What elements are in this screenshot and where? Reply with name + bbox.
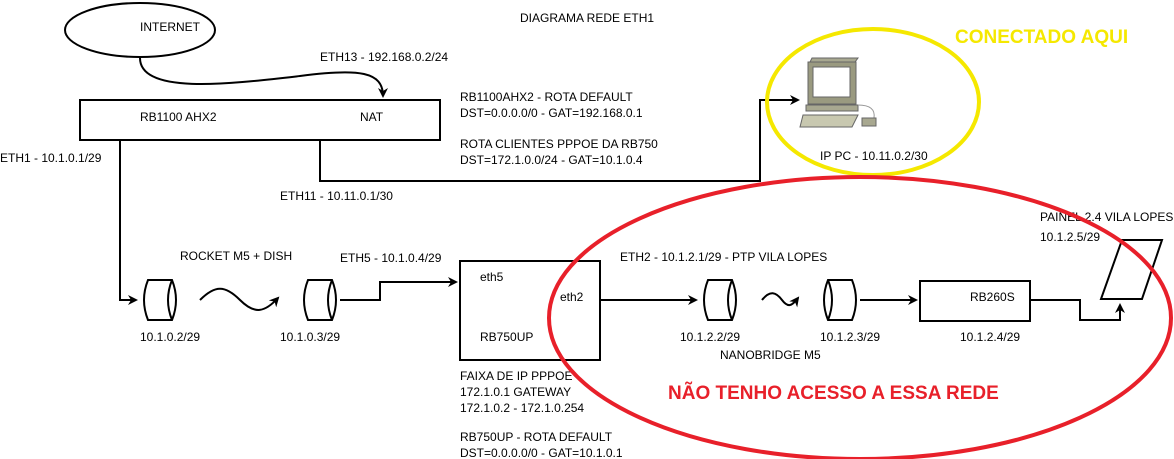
- rocket-a-ip: 10.1.0.2/29: [140, 330, 200, 344]
- rb1100-route-title: RB1100AHX2 - ROTA DEFAULT: [460, 90, 633, 104]
- rb750-name: RB750UP: [480, 330, 533, 344]
- painel-link: [1030, 299, 1125, 321]
- eth11-link: [319, 95, 800, 182]
- nanobridge-label: NANOBRIDGE M5: [720, 348, 821, 362]
- painel-antenna-icon: [1099, 239, 1164, 300]
- diagram-title: DIAGRAMA REDE ETH1: [520, 11, 654, 25]
- eth13-label: ETH13 - 192.168.0.2/24: [320, 50, 448, 64]
- eth1-label: ETH1 - 10.1.0.1/29: [0, 151, 102, 165]
- rb260-ip: 10.1.2.4/29: [960, 330, 1020, 344]
- rocket-b-ip: 10.1.0.3/29: [280, 330, 340, 344]
- connected-highlight: [765, 27, 981, 177]
- nanobridge-a-ip: 10.1.2.2/29: [680, 330, 740, 344]
- nanobridge-b-antenna-icon: [823, 279, 857, 321]
- no-access-highlight: [547, 175, 1173, 459]
- rb750-port-eth2: eth2: [560, 290, 584, 304]
- internet-label: INTERNET: [140, 20, 201, 34]
- internet-cloud: [64, 2, 216, 58]
- rb750-port-eth5: eth5: [480, 270, 504, 284]
- eth11-label: ETH11 - 10.11.0.1/30: [280, 189, 393, 203]
- nanobridge-b-ip: 10.1.2.3/29: [820, 330, 880, 344]
- pppoe-route-title: ROTA CLIENTES PPPOE DA RB750: [460, 137, 658, 151]
- rb1100-route-detail: DST=0.0.0.0/0 - GAT=192.168.0.1: [460, 106, 643, 120]
- eth2-label: ETH2 - 10.1.2.1/29 - PTP VILA LOPES: [620, 250, 827, 264]
- pppoe-gateway: 172.1.0.1 GATEWAY: [460, 385, 571, 399]
- pppoe-range-title: FAIXA DE IP PPPOE: [460, 369, 573, 383]
- eth5-link: [340, 277, 458, 301]
- pppoe-route-detail: DST=172.1.0.0/24 - GAT=10.1.0.4: [460, 153, 643, 167]
- rb750-router: [459, 260, 601, 361]
- eth13-link: [139, 57, 388, 98]
- eth1-link: [119, 140, 138, 305]
- wireless-link-icon: [199, 287, 280, 311]
- rb750-route-detail: DST=0.0.0.0/0 - GAT=10.1.0.1: [460, 446, 623, 459]
- eth5-label: ETH5 - 10.1.0.4/29: [340, 251, 442, 265]
- rb750-route-title: RB750UP - ROTA DEFAULT: [460, 430, 613, 444]
- connected-callout: CONECTADO AQUI: [955, 27, 1128, 48]
- rb260-name: RB260S: [970, 290, 1015, 304]
- painel-ip: 10.1.2.5/29: [1040, 230, 1100, 244]
- rb260-switch: [919, 280, 1031, 322]
- pppoe-range: 172.1.0.2 - 172.1.0.254: [460, 401, 584, 415]
- rocket-label: ROCKET M5 + DISH: [180, 249, 292, 263]
- pc-icon: [799, 57, 877, 128]
- ptp-wireless-icon: [761, 292, 800, 308]
- nanobridge-a-antenna-icon: [703, 279, 737, 321]
- no-access-label: NÃO TENHO ACESSO A ESSA REDE: [668, 382, 999, 404]
- rb1100-router: [79, 99, 441, 141]
- rocket-b-antenna-icon: [303, 279, 337, 321]
- rocket-a-antenna-icon: [143, 279, 177, 321]
- rb1100-name: RB1100 AHX2: [140, 110, 217, 124]
- pc-ip-label: IP PC - 10.11.0.2/30: [820, 149, 928, 163]
- rb1100-nat: NAT: [360, 110, 384, 124]
